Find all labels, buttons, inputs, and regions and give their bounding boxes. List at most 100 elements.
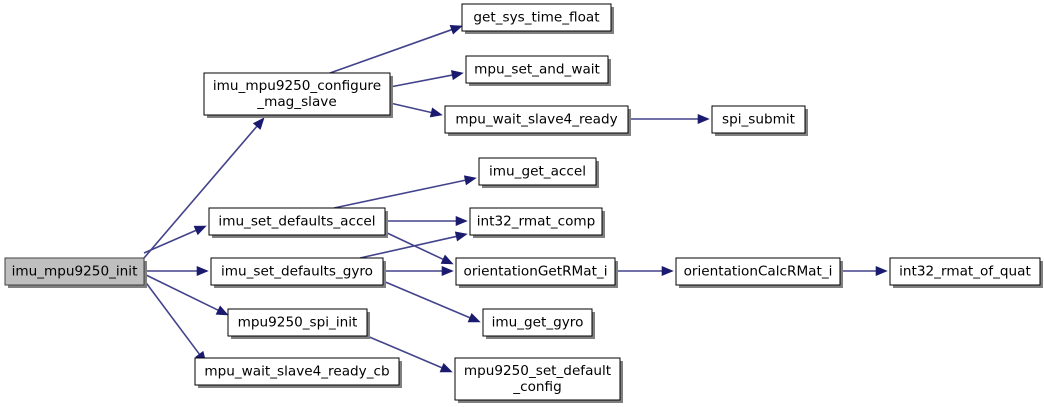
node-label: mpu_set_and_wait: [474, 62, 600, 78]
edge-mpu9250_spi_init-to-mpu9250_set_default_config: [366, 335, 453, 373]
arrowhead-icon: [875, 265, 888, 277]
node-label: mpu_wait_slave4_ready: [455, 112, 617, 128]
arrowhead-icon: [449, 25, 463, 35]
node-orientationCalcRMat_i[interactable]: orientationCalcRMat_i: [675, 257, 843, 288]
node-label: imu_get_gyro: [492, 315, 584, 331]
node-box[interactable]: [465, 55, 609, 84]
edge-line: [366, 335, 443, 369]
node-imu_get_gyro[interactable]: imu_get_gyro: [482, 308, 595, 339]
node-label: _mag_slave: [256, 94, 336, 110]
node-mpu9250_spi_init[interactable]: mpu9250_spi_init: [227, 308, 370, 339]
node-label: imu_mpu9250_configure: [213, 78, 381, 94]
edge-imu_mpu9250_configure_mag_slave-to-mpu_wait_slave4_ready: [389, 102, 443, 118]
node-box[interactable]: [4, 257, 145, 286]
node-label: int32_rmat_of_quat: [899, 264, 1031, 280]
arrowhead-icon: [467, 312, 481, 323]
edge-imu_mpu9250_init-to-imu_set_defaults_gyro: [144, 265, 209, 277]
arrowhead-icon: [439, 362, 453, 373]
arrowhead-icon: [441, 265, 454, 277]
edge-line: [143, 279, 201, 355]
node-mpu9250_set_default_config[interactable]: mpu9250_set_default_config: [454, 357, 623, 403]
edge-imu_mpu9250_configure_mag_slave-to-get_sys_time_float: [329, 25, 463, 74]
node-label: spi_submit: [722, 112, 795, 128]
arrowhead-icon: [196, 265, 209, 277]
node-box[interactable]: [889, 257, 1041, 286]
edge-line: [143, 273, 219, 311]
node-box[interactable]: [461, 3, 612, 32]
node-imu_mpu9250_configure_mag_slave[interactable]: imu_mpu9250_configure_mag_slave: [203, 72, 393, 118]
node-orientationGetRMat_i[interactable]: orientationGetRMat_i: [455, 257, 618, 288]
edge-imu_mpu9250_init-to-mpu_wait_slave4_ready_cb: [143, 279, 207, 364]
edge-mpu_wait_slave4_ready-to-spi_submit: [628, 113, 710, 125]
node-box[interactable]: [482, 308, 593, 337]
node-label: get_sys_time_float: [473, 10, 599, 26]
arrowhead-icon: [429, 107, 443, 118]
edge-orientationCalcRMat_i-to-int32_rmat_of_quat: [840, 265, 888, 277]
node-box[interactable]: [227, 308, 368, 337]
node-label: int32_rmat_comp: [477, 214, 596, 230]
node-label: mpu9250_spi_init: [238, 315, 358, 331]
edge-imu_mpu9250_init-to-imu_mpu9250_configure_mag_slave: [143, 117, 265, 259]
edge-line: [389, 102, 432, 114]
nodes-layer: imu_mpu9250_init imu_mpu9250_configure_ma…: [4, 3, 1043, 403]
node-imu_mpu9250_init[interactable]: imu_mpu9250_init: [4, 257, 147, 288]
node-label: orientationCalcRMat_i: [684, 264, 833, 280]
node-label: mpu9250_set_default: [464, 363, 611, 379]
node-box[interactable]: [478, 157, 597, 186]
node-box[interactable]: [203, 72, 391, 116]
edge-imu_mpu9250_init-to-mpu9250_spi_init: [143, 273, 229, 316]
edge-line: [143, 229, 197, 254]
node-get_sys_time_float[interactable]: get_sys_time_float: [461, 3, 614, 34]
arrowhead-icon: [440, 254, 454, 265]
arrowhead-icon: [697, 113, 710, 125]
arrowhead-icon: [215, 305, 229, 316]
node-box[interactable]: [444, 105, 629, 134]
node-mpu_set_and_wait[interactable]: mpu_set_and_wait: [465, 55, 611, 86]
node-label: imu_set_defaults_accel: [218, 214, 375, 230]
edge-imu_set_defaults_gyro-to-imu_get_gyro: [382, 280, 481, 323]
node-box[interactable]: [210, 257, 384, 286]
edge-orientationGetRMat_i-to-orientationCalcRMat_i: [615, 265, 674, 277]
edge-imu_set_defaults_gyro-to-orientationGetRMat_i: [383, 265, 454, 277]
node-label: imu_set_defaults_gyro: [221, 264, 373, 280]
edge-imu_set_defaults_gyro-to-int32_rmat_comp: [359, 231, 468, 259]
node-imu_get_accel[interactable]: imu_get_accel: [478, 157, 599, 188]
node-label: imu_mpu9250_init: [12, 264, 138, 280]
node-box[interactable]: [675, 257, 841, 286]
node-box[interactable]: [194, 357, 400, 386]
edge-line: [389, 74, 453, 88]
edge-imu_set_defaults_accel-to-imu_get_accel: [333, 175, 477, 209]
edge-line: [329, 28, 452, 74]
arrowhead-icon: [454, 231, 468, 242]
node-box[interactable]: [454, 357, 621, 401]
node-imu_set_defaults_gyro[interactable]: imu_set_defaults_gyro: [210, 257, 386, 288]
edge-line: [333, 179, 466, 209]
node-int32_rmat_comp[interactable]: int32_rmat_comp: [469, 207, 605, 238]
arrowhead-icon: [450, 70, 464, 81]
node-int32_rmat_of_quat[interactable]: int32_rmat_of_quat: [889, 257, 1043, 288]
node-mpu_wait_slave4_ready[interactable]: mpu_wait_slave4_ready: [444, 105, 631, 136]
node-label: mpu_wait_slave4_ready_cb: [204, 364, 389, 380]
arrowhead-icon: [463, 175, 477, 186]
edge-imu_mpu9250_init-to-imu_set_defaults_accel: [143, 225, 207, 254]
edge-imu_set_defaults_accel-to-orientationGetRMat_i: [384, 231, 454, 265]
node-mpu_wait_slave4_ready_cb[interactable]: mpu_wait_slave4_ready_cb: [194, 357, 402, 388]
edge-line: [143, 125, 258, 259]
edge-line: [359, 235, 457, 259]
node-box[interactable]: [469, 207, 603, 236]
edge-imu_set_defaults_accel-to-int32_rmat_comp: [385, 215, 468, 227]
edge-imu_mpu9250_configure_mag_slave-to-mpu_set_and_wait: [389, 70, 464, 88]
arrowhead-icon: [661, 265, 674, 277]
node-imu_set_defaults_accel[interactable]: imu_set_defaults_accel: [208, 207, 388, 238]
node-label: orientationGetRMat_i: [464, 264, 608, 280]
node-spi_submit[interactable]: spi_submit: [711, 105, 808, 136]
node-label: imu_get_accel: [489, 164, 586, 180]
node-label: _config: [512, 379, 561, 395]
node-box[interactable]: [455, 257, 616, 286]
node-box[interactable]: [208, 207, 386, 236]
node-box[interactable]: [711, 105, 806, 134]
edges-layer: [143, 25, 888, 373]
arrowhead-icon: [193, 225, 207, 236]
